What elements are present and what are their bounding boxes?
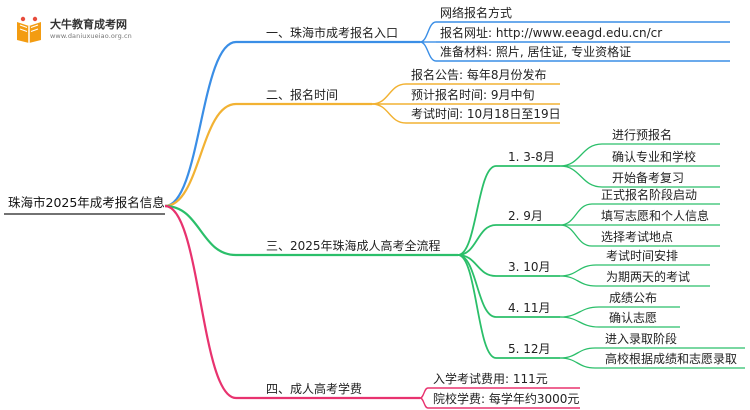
link-b1-leaf-3 [419,41,437,62]
leaf-start-review: 开始备考复习 [612,171,685,185]
link-b3-stage-1-leaf-1 [559,143,603,167]
link-b4-leaf-1 [419,387,429,399]
link-b4-leaf-2 [419,397,429,409]
branch-time: 二、报名时间 [266,88,339,102]
link-b3-stage-2 [457,224,497,256]
link-b3-stage-4-leaf-1 [559,306,600,318]
leaf-exam-time: 考试时间: 10月18日至19日 [411,107,561,121]
link-root-branch-4 [164,204,237,400]
root-node: 珠海市2025年成考报名信息 [8,195,165,210]
book-logo-icon [17,16,41,43]
link-b3-stage-2-leaf-3 [559,224,593,247]
leaf-two-day-exam: 为期两天的考试 [606,270,691,284]
stage-dec: 5. 12月 [508,342,551,356]
leaf-exam-schedule: 考试时间安排 [606,249,679,263]
link-b3-stage-5-leaf-2 [559,357,596,369]
leaf-formal-registration: 正式报名阶段启动 [601,188,698,202]
leaf-confirm-choice: 确认志愿 [609,311,658,325]
link-root-branch-2 [164,102,237,208]
stage-mar-aug: 1. 3-8月 [508,150,555,164]
link-b1-leaf-1 [419,21,437,43]
link-b2-leaf-1 [371,83,407,105]
branch-fees: 四、成人高考学费 [266,382,363,396]
branch-process: 三、2025年珠海成人高考全流程 [266,239,441,253]
link-b2-leaf-3 [371,103,407,124]
branch-entry: 一、珠海市成考报名入口 [266,26,399,40]
link-b3-stage-1 [457,165,497,256]
leaf-results: 成绩公布 [609,291,658,305]
leaf-pre-register: 进行预报名 [612,128,673,142]
stage-sep: 2. 9月 [508,209,543,223]
leaf-exam-fee: 入学考试费用: 111元 [433,372,548,386]
link-root-branch-1 [164,40,237,208]
leaf-admission-rule: 高校根据成绩和志愿录取 [605,352,738,366]
stage-oct: 3. 10月 [508,260,551,274]
stage-nov: 4. 11月 [508,301,551,315]
leaf-registration-method: 网络报名方式 [440,6,513,20]
logo-url: www.daniuxueiao.org.cn [50,32,132,40]
link-b3-stage-1-leaf-3 [559,165,603,188]
leaf-confirm-major: 确认专业和学校 [612,150,697,164]
link-b3-stage-5-leaf-1 [559,347,596,359]
link-b3-stage-4-leaf-2 [559,316,600,328]
leaf-tuition: 院校学费: 每学年约3000元 [433,392,580,406]
link-b3-stage-3-leaf-2 [559,275,597,287]
leaf-expected-time: 预计报名时间: 9月中旬 [411,88,535,102]
leaf-materials: 准备材料: 照片, 居住证, 专业资格证 [440,45,632,59]
leaf-registration-url: 报名网址: http://www.eeagd.edu.cn/cr [440,26,663,40]
site-logo: 大牛教育成考网 www.daniuxueiao.org.cn [14,14,144,46]
leaf-announcement: 报名公告: 每年8月份发布 [411,68,547,82]
leaf-admission-stage: 进入录取阶段 [605,332,678,346]
link-b3-stage-2-leaf-1 [559,203,593,226]
logo-title: 大牛教育成考网 [50,18,127,31]
leaf-fill-info: 填写志愿和个人信息 [601,209,710,223]
leaf-exam-location: 选择考试地点 [601,230,674,244]
link-root-branch-3 [164,204,237,257]
link-b3-stage-3-leaf-1 [559,264,597,277]
link-b3-stage-5 [457,254,497,359]
